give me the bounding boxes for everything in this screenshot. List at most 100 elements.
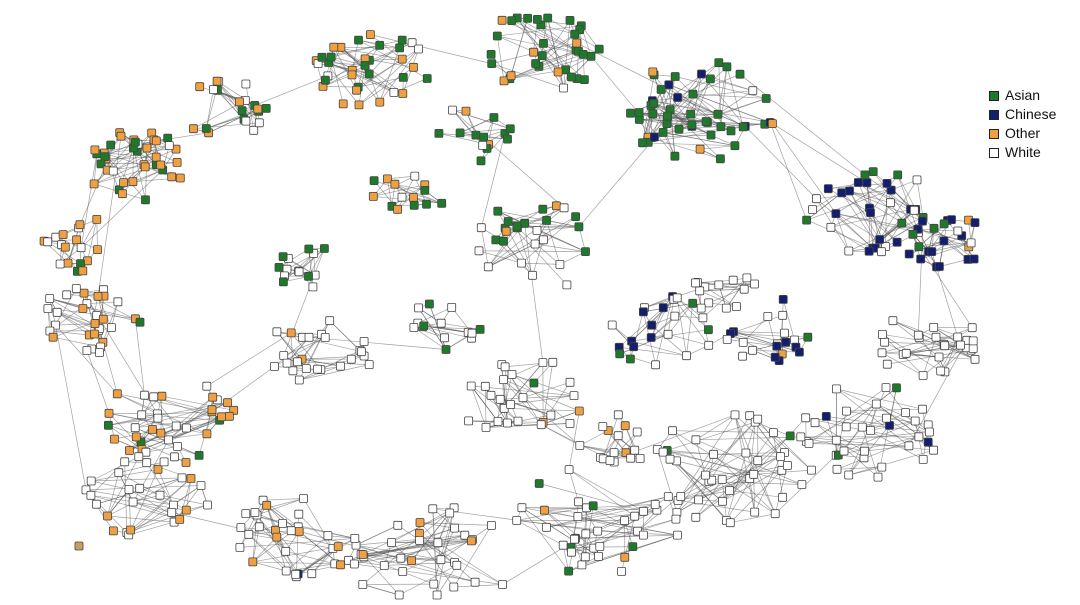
network-node — [437, 198, 447, 208]
network-edge — [521, 262, 560, 265]
network-node — [499, 375, 508, 385]
network-node — [668, 426, 677, 436]
network-node — [492, 31, 502, 41]
network-edge — [362, 540, 472, 555]
network-node — [672, 293, 682, 303]
network-node — [164, 141, 174, 151]
network-edge — [387, 175, 415, 180]
network-node — [483, 262, 493, 272]
network-node — [837, 188, 847, 198]
network-node — [626, 108, 635, 118]
legend-label-chinese: Chinese — [1005, 106, 1057, 122]
network-edge — [80, 153, 98, 248]
network-node — [440, 333, 449, 343]
network-node — [43, 237, 53, 247]
network-edge — [108, 417, 158, 426]
network-node — [548, 357, 558, 367]
network-edge — [933, 228, 975, 260]
network-node — [630, 445, 640, 455]
network-edge — [252, 536, 278, 563]
network-edge — [772, 123, 868, 183]
network-edge — [497, 211, 533, 276]
network-edge — [680, 414, 736, 497]
network-node — [688, 298, 698, 308]
network-edge — [586, 504, 656, 509]
network-edge — [517, 227, 533, 276]
network-edge — [908, 340, 968, 446]
network-node — [76, 259, 85, 269]
network-node — [532, 226, 542, 235]
network-node — [664, 80, 674, 90]
network-edge — [394, 183, 425, 191]
network-node — [512, 516, 522, 525]
network-edge — [484, 386, 487, 428]
network-node — [141, 195, 150, 205]
network-node — [778, 294, 788, 304]
network-node — [716, 122, 726, 132]
network-node — [157, 391, 167, 401]
network-node — [542, 522, 551, 532]
network-edge — [618, 307, 664, 348]
network-node — [43, 304, 53, 314]
network-node — [286, 328, 296, 338]
network-node — [254, 522, 264, 532]
network-node — [918, 454, 928, 464]
network-node — [748, 345, 757, 355]
network-node — [780, 328, 789, 338]
network-node — [695, 286, 705, 296]
network-edge — [730, 513, 776, 524]
network-node — [270, 362, 279, 371]
network-node — [716, 154, 725, 164]
network-node — [495, 394, 505, 404]
network-edge — [516, 17, 559, 73]
network-edge — [503, 379, 542, 425]
network-edge — [107, 456, 140, 517]
network-node — [356, 347, 366, 357]
network-edge — [838, 436, 919, 456]
network-node — [131, 432, 141, 442]
network-node — [499, 236, 508, 246]
network-edge — [331, 56, 366, 66]
network-node — [749, 469, 759, 479]
network-node — [559, 83, 568, 93]
network-node — [714, 280, 724, 290]
network-edge — [579, 430, 609, 446]
network-edge — [579, 445, 615, 453]
network-edge — [102, 301, 119, 343]
network-edge — [283, 337, 326, 356]
network-node — [748, 86, 758, 96]
network-edge — [849, 190, 880, 240]
network-edge — [286, 248, 325, 270]
network-edge — [330, 56, 395, 93]
network-node — [663, 111, 672, 121]
network-edge — [918, 223, 945, 247]
network-node — [100, 152, 110, 162]
network-edge — [695, 479, 723, 518]
network-node — [844, 246, 854, 256]
network-node — [476, 223, 486, 233]
network-node — [691, 278, 700, 288]
network-node — [546, 410, 556, 420]
network-node — [639, 530, 648, 540]
network-edge — [49, 298, 136, 320]
network-edge — [944, 336, 959, 373]
network-edge — [56, 312, 90, 336]
network-node — [882, 178, 892, 188]
network-node — [89, 179, 99, 189]
network-node — [493, 416, 503, 426]
network-node — [663, 492, 673, 502]
network-node — [347, 70, 357, 80]
network-node — [914, 242, 924, 252]
network-node — [470, 577, 480, 587]
network-edge — [835, 213, 850, 252]
network-edge — [391, 540, 472, 543]
network-node — [613, 410, 623, 420]
network-edge — [808, 443, 909, 447]
network-edge — [327, 535, 355, 539]
network-node — [670, 72, 680, 81]
network-node — [536, 420, 546, 430]
network-node — [916, 254, 926, 264]
network-edge — [872, 171, 919, 233]
network-node — [407, 556, 417, 566]
network-node — [620, 516, 629, 525]
